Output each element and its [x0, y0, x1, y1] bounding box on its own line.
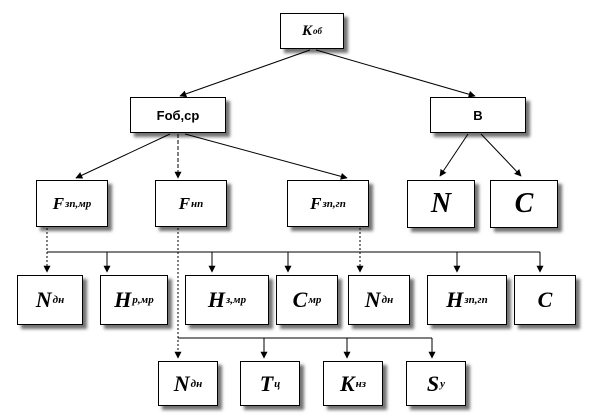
arrow-root-to-b: [315, 49, 476, 98]
node-h-zp-gp-main: H: [446, 287, 464, 312]
node-f-zp-mr-sub: зп,мр: [65, 197, 92, 210]
node-n-dn-1-sub: дн: [52, 294, 65, 306]
node-n: N: [407, 180, 475, 228]
node-t-c-main: T: [259, 370, 274, 396]
node-k-ob-sub: об: [313, 26, 322, 36]
node-n-dn-1-main: N: [35, 287, 52, 312]
node-h-r-mr-sub: р,мр: [132, 294, 154, 306]
node-k-nz-sub: нз: [355, 377, 367, 390]
node-h-r-mr-main: H: [114, 287, 132, 312]
node-fob-sr-label: Fоб,ср: [156, 107, 200, 123]
node-k-nz-main: K: [339, 370, 355, 396]
node-h-z-mr-main: H: [207, 287, 226, 312]
node-n-dn-2-sub: дн: [381, 294, 394, 306]
node-f-zp-gp-sub: зп,гп: [322, 197, 346, 210]
node-h-zp-gp-sub: зп,гп: [464, 294, 488, 306]
node-n-dn-3-main: N: [173, 370, 190, 396]
arrow-root-to-fob: [179, 49, 311, 98]
node-s-y-main: S: [426, 370, 440, 396]
arrow-b-to-c: [480, 133, 522, 177]
node-c-mr-main: C: [292, 287, 308, 312]
node-c-mid-main: C: [537, 287, 553, 312]
node-n-dn-3-sub: дн: [190, 377, 203, 390]
arrow-fob-to-fzpgp: [184, 133, 348, 180]
node-c-top: C: [490, 180, 558, 228]
node-f-np-main: F: [178, 193, 191, 213]
arrow-b-to-n: [439, 133, 469, 177]
node-f-zp-mr-main: F: [52, 193, 65, 213]
node-f-np-sub: нп: [191, 197, 204, 210]
node-b-label: B: [473, 107, 483, 123]
node-k-ob-main: K: [301, 22, 312, 39]
node-c-mid: C: [514, 275, 576, 325]
arrow-fob-to-fzpmr: [75, 133, 171, 179]
node-c-top-main: C: [514, 188, 534, 219]
node-t-c-sub: ц: [274, 377, 281, 390]
node-c-mr-sub: мр: [308, 294, 322, 306]
node-n-dn-2-main: N: [364, 287, 381, 312]
node-f-zp-gp-main: F: [310, 193, 322, 213]
node-n-main: N: [430, 188, 452, 219]
node-h-z-mr-sub: з,мр: [226, 294, 247, 306]
node-s-y-sub: у: [440, 377, 446, 390]
node-b: B: [430, 97, 526, 133]
node-fob-sr: Fоб,ср: [130, 97, 226, 133]
